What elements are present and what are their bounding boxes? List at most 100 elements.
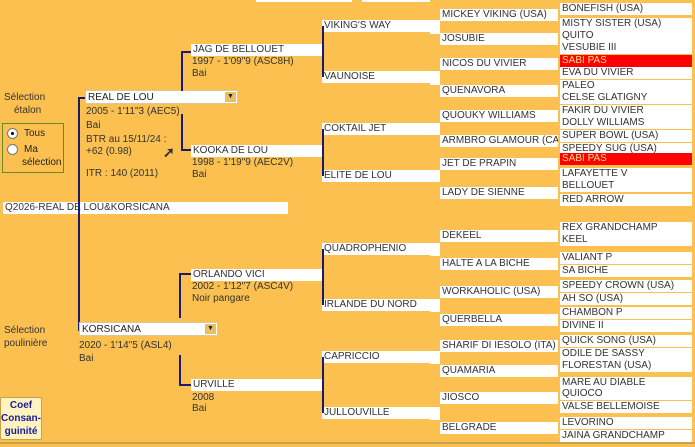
ancestor-gen5[interactable]: PALEO: [560, 80, 692, 92]
ancestor-gen5[interactable]: DOLLY WILLIAMS: [560, 117, 692, 129]
ancestor-gen5[interactable]: SPEEDY SUG (USA): [560, 143, 692, 155]
ancestor-gen5[interactable]: MARE AU DIABLE: [560, 377, 692, 389]
ancestor-gen4[interactable]: WORKAHOLIC (USA): [440, 286, 558, 298]
ancestor-gen4[interactable]: JIOSCO: [440, 392, 558, 404]
radio-checked-icon[interactable]: [7, 128, 18, 139]
radio-ma-selection-label: sélection: [22, 157, 62, 168]
ancestor-gen5[interactable]: BELLOUET: [560, 180, 692, 192]
chevron-down-icon[interactable]: ▼: [205, 324, 216, 334]
coef-line3: guinité: [4, 426, 38, 437]
ancestor-gen5[interactable]: VESUBIE III: [560, 42, 692, 54]
ancestor-gen4[interactable]: ARMBRO GLAMOUR (CAN: [440, 135, 558, 147]
ancestor-gen4[interactable]: SHARIF DI IESOLO (ITA): [440, 340, 558, 352]
coef-line2: Consan-: [1, 413, 41, 424]
ancestor-gen5[interactable]: BONEFISH (USA): [560, 3, 692, 15]
sire-select[interactable]: REAL DE LOU ▼: [85, 90, 238, 104]
ancestor-gen3[interactable]: COKTAIL JET: [322, 123, 440, 135]
ancestor-gen5[interactable]: VALIANT P: [560, 252, 692, 264]
ancestor-gen5[interactable]: EVA DU VIVIER: [560, 67, 692, 79]
connector-stub: [430, 244, 440, 256]
ancestor-gen5[interactable]: FLORESTAN (USA): [560, 360, 692, 372]
ancestor-gen5[interactable]: SUPER BOWL (USA): [560, 130, 692, 142]
ancestor-gen3[interactable]: VIKING'S WAY: [322, 20, 440, 32]
ancestor-gen4[interactable]: DEKEEL: [440, 230, 558, 242]
sire-dam-name[interactable]: KOOKA DE LOU: [191, 145, 323, 157]
connector-line: [78, 97, 86, 99]
connector-stub: [430, 300, 440, 312]
ancestor-gen5[interactable]: LAFAYETTE V: [560, 168, 692, 180]
ancestor-gen4[interactable]: QUENAVORA: [440, 85, 558, 97]
sire-info: 2005 - 1'11"3 (AEC5): [86, 106, 180, 117]
ancestor-gen4[interactable]: QUOUKY WILLIAMS: [440, 110, 558, 122]
chevron-down-icon[interactable]: ▼: [225, 92, 236, 102]
sire-name: REAL DE LOU: [88, 92, 154, 103]
ancestor-gen5[interactable]: QUIOCO: [560, 388, 692, 400]
sire-dam-color: Bai: [192, 169, 207, 180]
dam-select[interactable]: KORSICANA ▼: [79, 322, 218, 336]
ancestor-gen5[interactable]: QUITO: [560, 30, 692, 42]
connector-stub: [430, 170, 440, 182]
ancestor-gen4[interactable]: BELGRADE: [440, 422, 558, 434]
connector-stub: [430, 352, 440, 364]
selection-pouliniere-label-2: poulinière: [4, 338, 48, 349]
ancestor-gen3[interactable]: JULLOUVILLE: [322, 407, 440, 419]
radio-ma-selection[interactable]: Ma: [7, 144, 38, 155]
ancestor-gen4[interactable]: JOSUBIE: [440, 33, 558, 45]
connector-line: [322, 249, 324, 305]
selection-etalon-label: Sélection: [4, 92, 46, 103]
ancestor-gen5[interactable]: JAINA GRANDCHAMP: [560, 430, 692, 442]
cross-title: Q2026-REAL DE LOU&KORSICANA: [3, 202, 288, 214]
dam-dam-info: 2008: [192, 392, 215, 403]
ancestor-gen4[interactable]: NICOS DU VIVIER: [440, 58, 558, 70]
ancestor-gen5[interactable]: MISTY SISTER (USA): [560, 18, 692, 30]
ancestor-gen5[interactable]: KEEL: [560, 234, 692, 246]
ancestor-gen5[interactable]: LEVORINO: [560, 417, 692, 429]
ancestor-gen3[interactable]: VAUNOISE: [322, 71, 440, 83]
ancestor-gen5[interactable]: DIVINE II: [560, 320, 692, 332]
ancestor-gen3[interactable]: ELITE DE LOU: [322, 170, 440, 182]
ancestor-gen3[interactable]: QUADROPHENIO: [322, 243, 440, 255]
sire-dam-info: 1998 - 1'19"9 (AEC2V): [192, 157, 294, 168]
ancestor-gen5-duplicate[interactable]: SABI PAS: [560, 153, 692, 165]
ancestor-gen4[interactable]: QUERBELLA: [440, 314, 558, 326]
ancestor-gen4[interactable]: HALTE A LA BICHE: [440, 258, 558, 270]
ancestor-gen5[interactable]: VALSE BELLEMOISE: [560, 401, 692, 413]
connector-line: [181, 114, 183, 150]
ancestor-gen5[interactable]: AH SO (USA): [560, 293, 692, 305]
radio-tous[interactable]: Tous: [7, 128, 45, 139]
sire-sire-color: Bai: [192, 68, 207, 79]
dam-name: KORSICANA: [82, 324, 141, 335]
connector-line: [179, 273, 181, 318]
connector-line: [181, 149, 191, 151]
ancestor-gen5[interactable]: FAKIR DU VIVIER: [560, 105, 692, 117]
ancestor-gen5[interactable]: CHAMBON P: [560, 307, 692, 319]
ancestor-gen5[interactable]: CELSE GLATIGNY: [560, 92, 692, 104]
ancestor-gen5[interactable]: SA BICHE: [560, 265, 692, 277]
coef-consanguinite-button[interactable]: Coef Consan- guinité: [0, 397, 42, 440]
stallion-filter-group: Tous Ma sélection: [2, 123, 64, 173]
ancestor-gen3[interactable]: CAPRICCIO: [322, 351, 440, 363]
bottom-divider: [0, 442, 695, 444]
connector-line: [181, 51, 183, 91]
ancestor-gen4[interactable]: MICKEY VIKING (USA): [440, 9, 558, 21]
connector-line: [181, 51, 191, 53]
connector-stub: [430, 408, 440, 420]
sire-sire-name[interactable]: JAG DE BELLOUET: [191, 44, 323, 56]
ancestor-gen5-duplicate[interactable]: SABI PAS: [560, 55, 692, 67]
ancestor-gen5[interactable]: RED ARROW: [560, 194, 692, 206]
dam-sire-name[interactable]: ORLANDO VICI: [191, 269, 323, 281]
dam-sire-color: Noir pangare: [192, 293, 250, 304]
ancestor-gen4[interactable]: JET DE PRAPIN: [440, 158, 558, 170]
ancestor-gen5[interactable]: REX GRANDCHAMP: [560, 222, 692, 234]
ancestor-gen3[interactable]: IRLANDE DU NORD: [322, 299, 440, 311]
ancestor-gen4[interactable]: LADY DE SIENNE: [440, 187, 558, 199]
ancestor-gen5[interactable]: ODILE DE SASSY: [560, 348, 692, 360]
ancestor-gen5[interactable]: QUICK SONG (USA): [560, 335, 692, 347]
radio-unchecked-icon[interactable]: [7, 144, 18, 155]
connector-line: [179, 355, 181, 385]
ancestor-gen4[interactable]: QUAMARIA: [440, 365, 558, 377]
connector-line: [78, 97, 80, 331]
ancestor-gen5[interactable]: SPEEDY CROWN (USA): [560, 280, 692, 292]
connector-line: [179, 273, 191, 275]
dam-dam-name[interactable]: URVILLE: [191, 379, 323, 391]
